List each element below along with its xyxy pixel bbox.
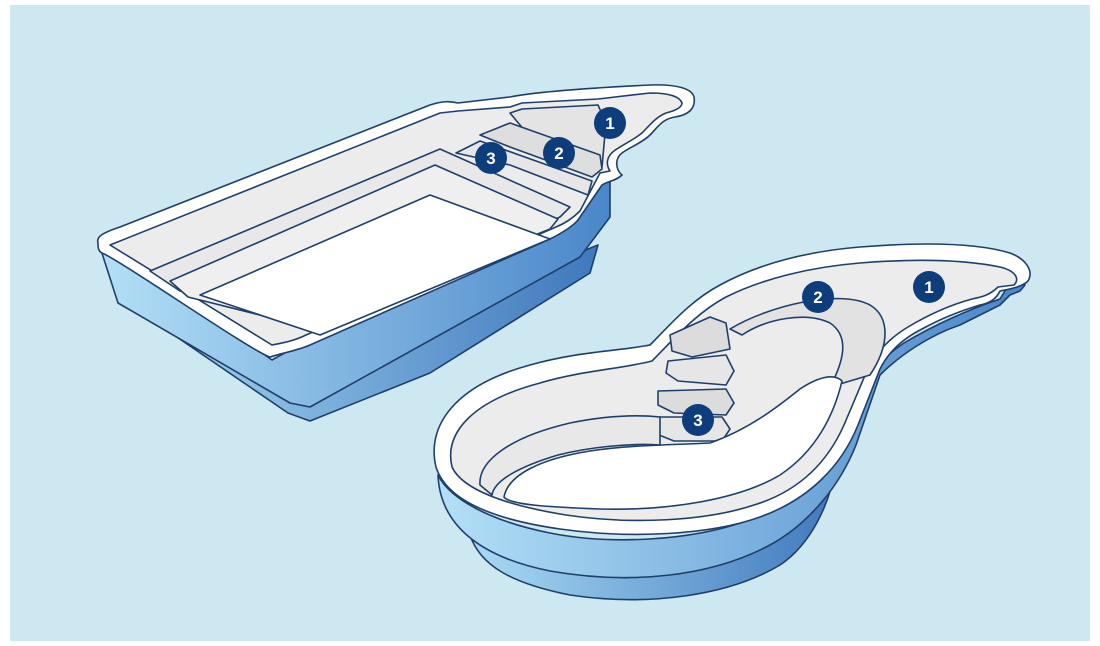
freeform-pool-step-2 xyxy=(666,355,734,385)
rect-badge-2: 2 xyxy=(543,137,575,169)
freeform-badge-1: 1 xyxy=(913,271,945,303)
freeform-badge-1-label: 1 xyxy=(924,278,933,297)
freeform-badge-3-label: 3 xyxy=(693,411,702,430)
rect-badge-3-label: 3 xyxy=(486,149,495,168)
freeform-badge-2: 2 xyxy=(802,281,834,313)
rect-badge-1-label: 1 xyxy=(605,114,614,133)
pool-illustration: 1 2 3 1 2 3 xyxy=(10,5,1090,641)
freeform-badge-2-label: 2 xyxy=(813,288,822,307)
rect-badge-1: 1 xyxy=(594,107,626,139)
rect-badge-3: 3 xyxy=(475,142,507,174)
rect-badge-2-label: 2 xyxy=(554,144,563,163)
freeform-badge-3: 3 xyxy=(682,404,714,436)
